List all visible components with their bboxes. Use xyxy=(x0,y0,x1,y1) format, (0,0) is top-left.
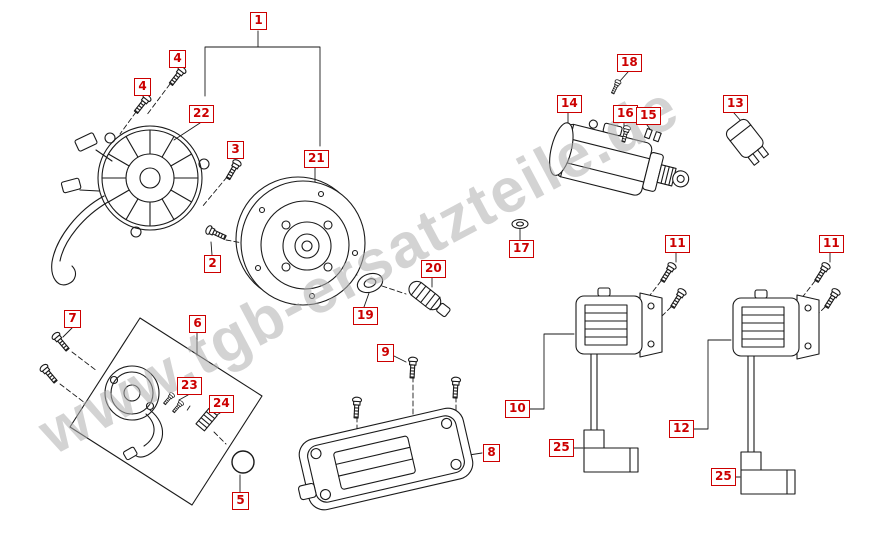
callout-3[interactable]: 3 xyxy=(227,141,244,159)
screw-9c xyxy=(450,376,462,399)
callout-22[interactable]: 22 xyxy=(189,105,214,123)
o-ring-5 xyxy=(231,450,255,474)
callout-10[interactable]: 10 xyxy=(505,400,530,418)
bolt-11b xyxy=(668,286,688,311)
callout-2[interactable]: 2 xyxy=(204,255,221,273)
callout-23[interactable]: 23 xyxy=(177,377,202,395)
bolt-11d xyxy=(822,286,842,311)
washer-19 xyxy=(356,272,384,294)
flywheel-rotor xyxy=(235,176,366,306)
ignition-coil-12 xyxy=(732,289,820,453)
screw-9a xyxy=(351,396,363,419)
callout-8[interactable]: 8 xyxy=(483,444,500,462)
callout-11a[interactable]: 11 xyxy=(665,235,690,253)
callout-7[interactable]: 7 xyxy=(64,310,81,328)
spark-plug-cap-25b xyxy=(740,451,796,495)
brush-set-15 xyxy=(643,128,662,143)
callout-15[interactable]: 15 xyxy=(636,107,661,125)
pickup-coil-assembly xyxy=(69,317,263,506)
callout-19[interactable]: 19 xyxy=(353,307,378,325)
bolt-7b xyxy=(38,362,60,386)
bolt-7a xyxy=(50,330,72,354)
ignition-coil-10 xyxy=(575,287,663,431)
starter-relay xyxy=(725,118,770,166)
coil-wire xyxy=(747,355,755,453)
coil-wire xyxy=(590,353,598,431)
callout-13[interactable]: 13 xyxy=(723,95,748,113)
bolt-4a xyxy=(166,64,188,88)
bolt-11a xyxy=(658,260,678,285)
stator-assembly xyxy=(51,125,210,286)
bolt-2 xyxy=(204,224,228,243)
bolt-3 xyxy=(223,157,243,182)
leader-lines xyxy=(62,30,831,493)
callout-1[interactable]: 1 xyxy=(250,12,267,30)
spring-20 xyxy=(408,280,451,318)
callout-21[interactable]: 21 xyxy=(304,150,329,168)
callout-25b[interactable]: 25 xyxy=(711,468,736,486)
screw-9b xyxy=(407,356,419,379)
callout-5[interactable]: 5 xyxy=(232,492,249,510)
callout-11b[interactable]: 11 xyxy=(819,235,844,253)
stator-connector xyxy=(74,132,98,152)
pin-23a xyxy=(161,391,176,407)
callout-14[interactable]: 14 xyxy=(557,95,582,113)
spark-plug-cap-25a xyxy=(583,429,639,473)
callout-18[interactable]: 18 xyxy=(617,54,642,72)
callout-20[interactable]: 20 xyxy=(421,260,446,278)
callout-12[interactable]: 12 xyxy=(669,420,694,438)
callout-16[interactable]: 16 xyxy=(613,105,638,123)
callout-9[interactable]: 9 xyxy=(377,344,394,362)
callout-4b[interactable]: 4 xyxy=(134,78,151,96)
pin-23b xyxy=(170,399,185,415)
stator-connector xyxy=(60,177,82,194)
cdi-unit xyxy=(297,407,474,511)
bolt-11c xyxy=(812,260,832,285)
callout-6[interactable]: 6 xyxy=(189,315,206,333)
washer-17 xyxy=(511,218,529,230)
callout-4a[interactable]: 4 xyxy=(169,50,186,68)
stator-wire xyxy=(51,195,105,286)
callout-24[interactable]: 24 xyxy=(209,395,234,413)
callout-17[interactable]: 17 xyxy=(509,240,534,258)
starter-motor xyxy=(549,119,690,196)
callout-25a[interactable]: 25 xyxy=(549,439,574,457)
screw-18 xyxy=(609,78,623,96)
